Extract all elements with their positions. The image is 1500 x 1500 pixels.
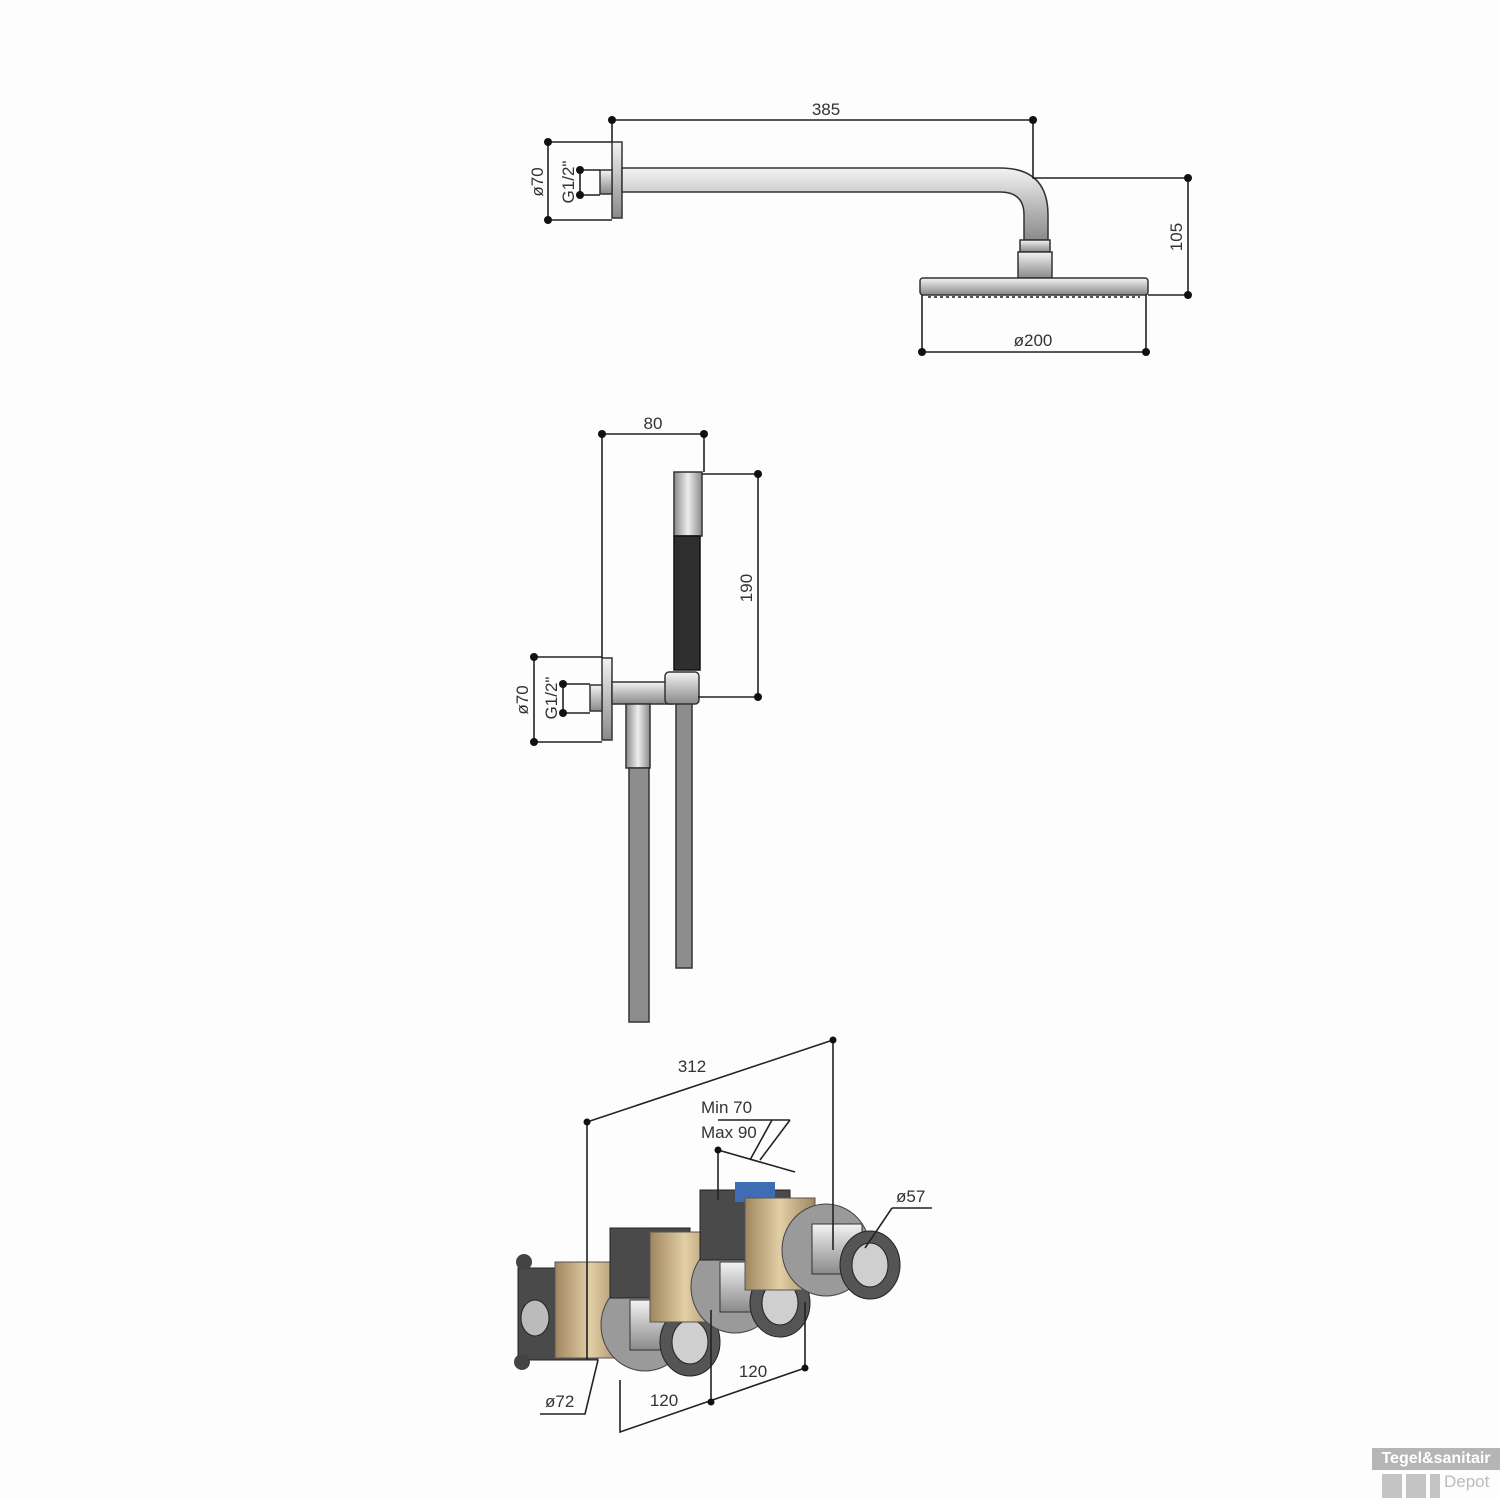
arm-nut <box>1019 239 1051 253</box>
hand-shower-grip <box>673 535 701 671</box>
wall-plate <box>601 657 613 741</box>
shower-arm <box>621 167 1049 241</box>
ball-joint <box>1017 251 1053 279</box>
length-label: 190 <box>737 574 756 602</box>
rain-shower-head <box>919 277 1149 296</box>
brand-logo: Tegel&sanitair Depot <box>1372 1448 1500 1500</box>
handset-holder <box>664 671 700 705</box>
hand-shower-drawing: 80 190 ø70 G1/2" <box>513 414 762 1023</box>
wall-outlet-elbow <box>611 681 673 705</box>
hose-connector <box>625 703 651 769</box>
rosette-diameter-label: ø72 <box>545 1392 574 1411</box>
wall-plate <box>611 141 623 219</box>
thread-connector <box>589 684 603 712</box>
spacing-label: 120 <box>650 1391 678 1410</box>
logo-square <box>1430 1474 1440 1498</box>
head-shower-arm-drawing: 385 ø200 105 ø70 G1/2" <box>528 100 1192 356</box>
head-diameter-label: ø200 <box>1014 331 1053 350</box>
hand-shower-head <box>673 471 703 537</box>
logo-sub-text: Depot <box>1444 1472 1490 1491</box>
total-width-label: 312 <box>678 1057 706 1076</box>
thread-label: G1/2" <box>559 161 578 204</box>
thread-connector <box>599 169 613 195</box>
logo-brand-text: Tegel&sanitair <box>1372 1448 1500 1470</box>
drop-label: 105 <box>1167 223 1186 251</box>
plate-diameter-label: ø70 <box>513 685 532 714</box>
thread-label: G1/2" <box>542 677 561 720</box>
shower-hose-handset <box>675 699 693 969</box>
arm-length-label: 385 <box>812 100 840 119</box>
valve-unit <box>699 1182 901 1300</box>
handle-diameter-label: ø57 <box>896 1187 925 1206</box>
width-label: 80 <box>644 414 663 433</box>
depth-max-label: Max 90 <box>701 1123 757 1142</box>
plate-diameter-label: ø70 <box>528 167 547 196</box>
depth-min-label: Min 70 <box>701 1098 752 1117</box>
logo-square <box>1406 1474 1426 1498</box>
shower-hose <box>628 767 650 1023</box>
thermostatic-valve-drawing: 312 Min 70 Max 90 ø57 ø72 120 120 <box>514 1036 932 1434</box>
spacing-label: 120 <box>739 1362 767 1381</box>
drop-icon <box>1382 1474 1402 1498</box>
